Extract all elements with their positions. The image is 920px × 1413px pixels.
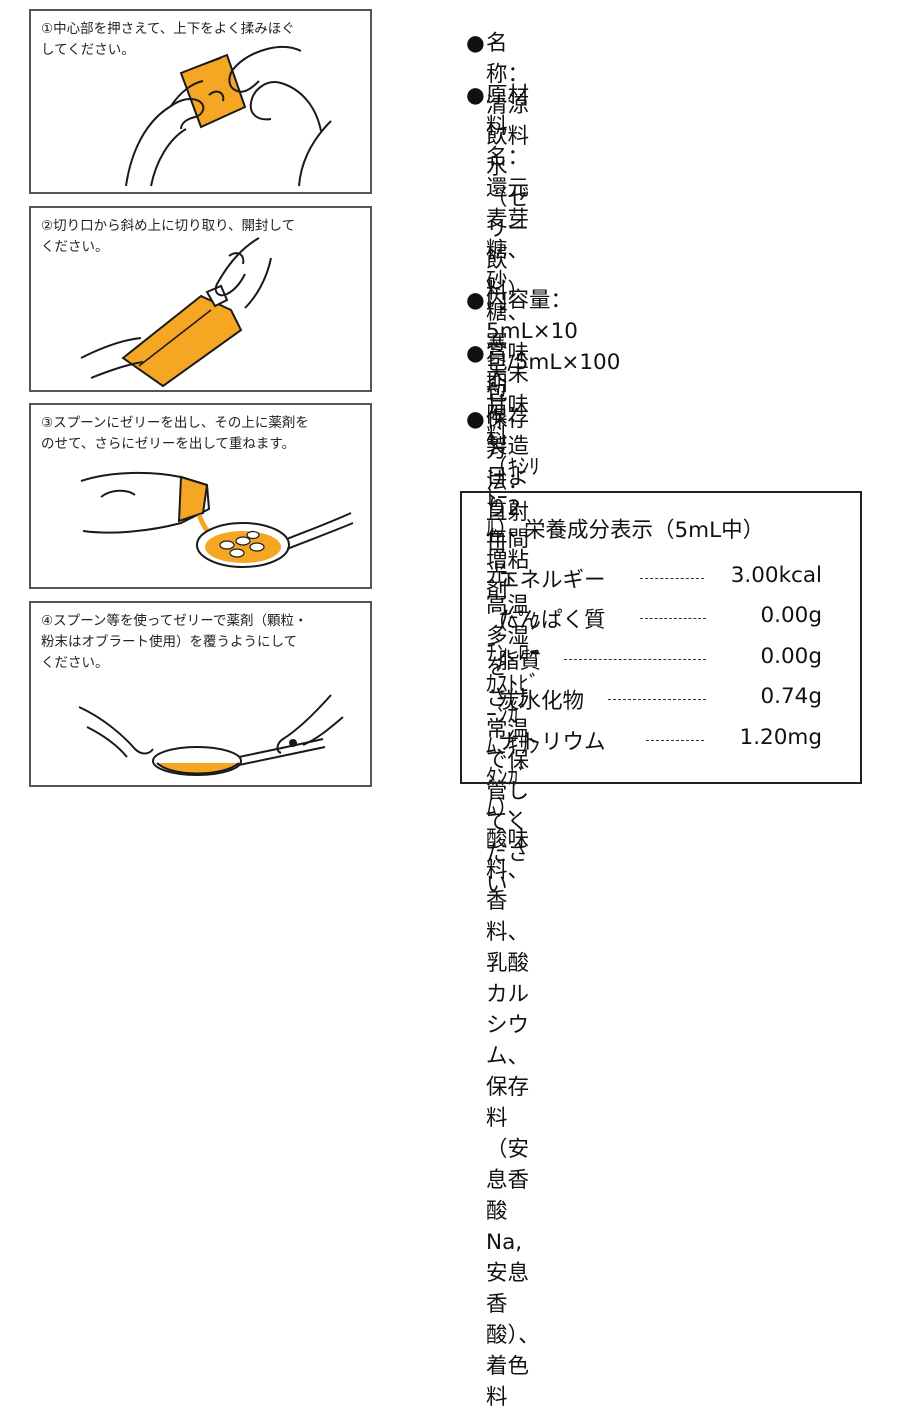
step-4-illustration	[78, 694, 344, 776]
nutrition-row-value: 3.00kcal	[730, 563, 822, 588]
nutrition-row-fat: 脂質 0.00g	[498, 644, 822, 674]
step-2-panel: ②切り口から斜め上に切り取り、開封して ください。	[29, 206, 372, 392]
nutrition-row-value: 1.20mg	[739, 725, 822, 750]
nutrition-row-name: たんぱく質	[498, 608, 606, 633]
step-1-text: ①中心部を押さえて、上下をよく揉みほぐ してください。	[41, 21, 295, 58]
info-volume-text: 内容量：5mL×10包/5mL×100包	[486, 288, 621, 406]
step-1-panel: ①中心部を押さえて、上下をよく揉みほぐ してください。	[29, 9, 372, 194]
nutrition-row-sodium: ナトリウム 1.20mg	[498, 725, 822, 755]
step-4-panel: ④スプーン等を使ってゼリーで薬剤（顆粒・ 粉末はオブラート使用）を覆うようにして…	[29, 601, 372, 787]
nutrition-row-name: 炭水化物	[498, 689, 585, 714]
bullet-icon: ●	[466, 407, 485, 432]
bullet-icon: ●	[466, 31, 485, 56]
bullet-icon: ●	[466, 83, 485, 108]
nutrition-row-energy: エネルギー 3.00kcal	[498, 563, 822, 593]
leader-dots	[640, 578, 704, 579]
info-expiry-text: 賞味期限：製造日より2年間	[486, 341, 530, 552]
bullet-icon: ●	[466, 288, 485, 313]
step-4-text: ④スプーン等を使ってゼリーで薬剤（顆粒・ 粉末はオブラート使用）を覆うようにして…	[41, 613, 308, 671]
nutrition-table: 栄養成分表示（5mL中） エネルギー 3.00kcal たんぱく質 0.00g …	[460, 491, 862, 784]
nutrition-row-value: 0.00g	[760, 603, 822, 628]
nutrition-row-value: 0.00g	[760, 644, 822, 669]
nutrition-row-name: エネルギー	[498, 568, 606, 593]
step-1-illustration	[125, 46, 332, 187]
step-3-text: ③スプーンにゼリーを出し、その上に薬剤を のせて、さらにゼリーを出して重ねます。	[41, 415, 309, 452]
info-name-text: 名称：清涼飲料水（ゼリー飲料）	[486, 31, 530, 304]
step-2-illustration	[80, 237, 272, 388]
nutrition-row-carbohydrate: 炭水化物 0.74g	[498, 684, 822, 714]
bullet-icon: ●	[466, 341, 485, 366]
leader-dots	[564, 659, 706, 660]
leader-dots	[640, 618, 706, 619]
nutrition-row-name: ナトリウム	[498, 730, 606, 755]
leader-dots	[646, 740, 704, 741]
step-3-illustration	[80, 471, 354, 568]
nutrition-row-protein: たんぱく質 0.00g	[498, 603, 822, 633]
nutrition-row-value: 0.74g	[760, 684, 822, 709]
leader-dots	[608, 699, 706, 700]
nutrition-title: 栄養成分表示（5mL中）	[524, 518, 765, 543]
step-2-text: ②切り口から斜め上に切り取り、開封して ください。	[41, 218, 296, 255]
nutrition-row-name: 脂質	[498, 649, 542, 674]
step-3-panel: ③スプーンにゼリーを出し、その上に薬剤を のせて、さらにゼリーを出して重ねます。	[29, 403, 372, 589]
